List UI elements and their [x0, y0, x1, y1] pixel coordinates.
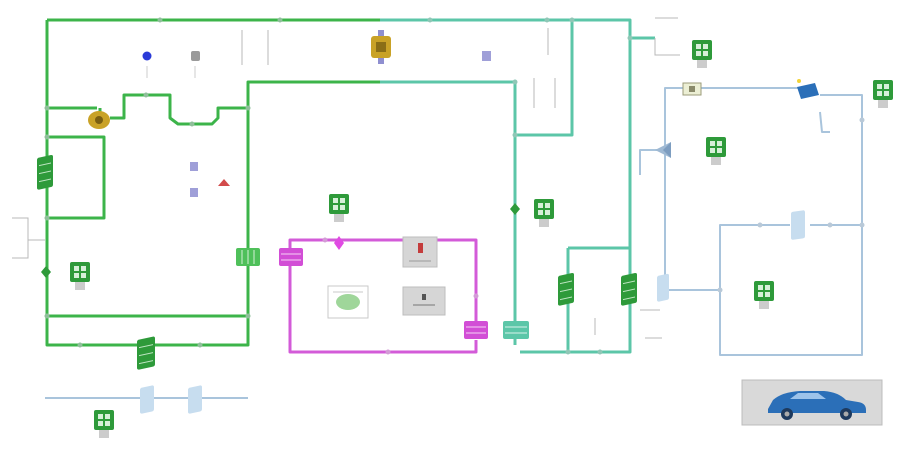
green-loop-junctions: [44, 17, 283, 348]
sensor-node-icon[interactable]: [682, 82, 702, 96]
compressor-icon[interactable]: [371, 30, 391, 64]
signal-stubs: [12, 17, 680, 339]
heat-exchanger-icon[interactable]: [140, 385, 154, 414]
port-marker-icon: [190, 51, 491, 197]
vehicle-car-icon[interactable]: [741, 379, 883, 426]
expansion-valve-icon[interactable]: [655, 142, 671, 158]
pump-icon[interactable]: [88, 111, 110, 129]
junction-node-icon: [41, 203, 520, 278]
heat-exchanger-icon[interactable]: [137, 336, 155, 370]
controller-block-icon[interactable]: [692, 40, 712, 68]
controller-block-icon[interactable]: [706, 137, 726, 165]
cabin-heater-icon[interactable]: [402, 236, 438, 268]
magenta-loop-junctions: [322, 237, 479, 355]
cabin-sensor-icon[interactable]: [402, 286, 446, 316]
controller-block-icon[interactable]: [754, 281, 774, 309]
controller-block-icon[interactable]: [70, 262, 90, 290]
heat-exchanger-icon[interactable]: [558, 272, 574, 306]
magenta-valve-icon: [334, 236, 344, 250]
heat-exchanger-icon[interactable]: [657, 273, 669, 302]
controller-block-icon[interactable]: [873, 80, 893, 108]
pressure-sensor-icon: [142, 51, 152, 78]
plate-heat-exchanger-icon[interactable]: [464, 321, 488, 339]
blue-loop-junctions: [662, 117, 865, 293]
controller-block-icon[interactable]: [94, 410, 114, 438]
controller-block-icon[interactable]: [534, 199, 554, 227]
temperature-sensor-icon: [191, 51, 200, 78]
cabin-blower-icon[interactable]: [327, 285, 369, 319]
heat-exchanger-icon[interactable]: [791, 210, 805, 240]
heat-exchanger-icon[interactable]: [37, 154, 53, 190]
heat-exchanger-icon[interactable]: [621, 272, 637, 306]
battery-pack-icon[interactable]: [797, 79, 819, 99]
controller-block-icon[interactable]: [329, 194, 349, 222]
plate-heat-exchanger-icon[interactable]: [236, 248, 260, 266]
plate-heat-exchanger-icon[interactable]: [503, 321, 529, 339]
green-coolant-loop: [45, 18, 380, 347]
magenta-cabin-loop: [288, 238, 478, 354]
heat-exchanger-icon[interactable]: [188, 385, 202, 414]
teal-loop-junctions: [427, 17, 633, 355]
bypass-valve-icon: [218, 179, 230, 186]
plate-heat-exchanger-icon[interactable]: [279, 248, 303, 266]
